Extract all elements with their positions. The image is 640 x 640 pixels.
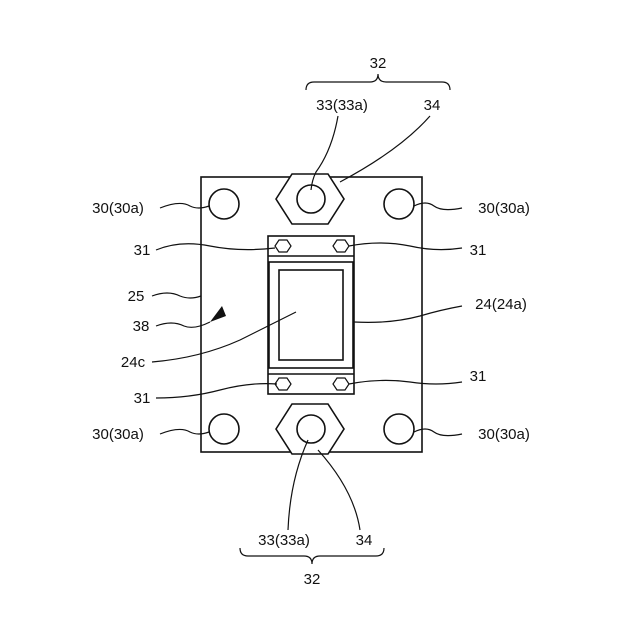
label-bottom-group: 32 <box>304 571 321 588</box>
label-bottom-nut: 34 <box>356 532 373 549</box>
leader-bottom-nut <box>318 450 360 530</box>
label-bottom-bolt: 33(33a) <box>258 532 310 549</box>
label-hole-tr: 30(30a) <box>478 200 530 217</box>
label-plate: 25 <box>128 288 145 305</box>
label-hole-br: 30(30a) <box>478 426 530 443</box>
label-hole-bl: 30(30a) <box>92 426 144 443</box>
hole-top-left <box>209 189 239 219</box>
label-arrow: 38 <box>133 318 150 335</box>
hole-bottom-right <box>384 414 414 444</box>
leader-screw-tr <box>349 243 462 250</box>
leader-screw-br <box>349 380 462 384</box>
leader-screw-tl <box>156 244 275 250</box>
screw-bottom-right <box>333 378 349 390</box>
label-hole-tl: 30(30a) <box>92 200 144 217</box>
label-window: 24c <box>121 354 146 371</box>
leader-arrow <box>156 322 210 327</box>
top-hex-nut <box>276 174 344 224</box>
module-frame <box>268 236 354 394</box>
module-inner-frame <box>269 262 353 368</box>
label-top-bolt: 33(33a) <box>316 97 368 114</box>
arrow-38-head <box>210 306 226 322</box>
leader-top-nut <box>340 116 430 182</box>
label-screw-tr: 31 <box>470 242 487 259</box>
leader-module <box>354 306 462 322</box>
label-screw-tl: 31 <box>134 242 151 259</box>
screw-bottom-left <box>275 378 291 390</box>
screw-top-left <box>275 240 291 252</box>
label-module: 24(24a) <box>475 296 527 313</box>
label-top-group: 32 <box>370 55 387 72</box>
hole-top-right <box>384 189 414 219</box>
label-screw-br: 31 <box>470 368 487 385</box>
screw-top-right <box>333 240 349 252</box>
leader-window <box>152 312 296 362</box>
bottom-brace <box>240 548 384 564</box>
leader-plate <box>152 293 201 298</box>
label-top-nut: 34 <box>424 97 441 114</box>
bottom-hex-nut <box>276 404 344 454</box>
top-brace <box>306 74 450 90</box>
label-screw-bl: 31 <box>134 390 151 407</box>
hole-bottom-left <box>209 414 239 444</box>
leader-screw-bl <box>156 384 277 398</box>
module-window <box>279 270 343 360</box>
